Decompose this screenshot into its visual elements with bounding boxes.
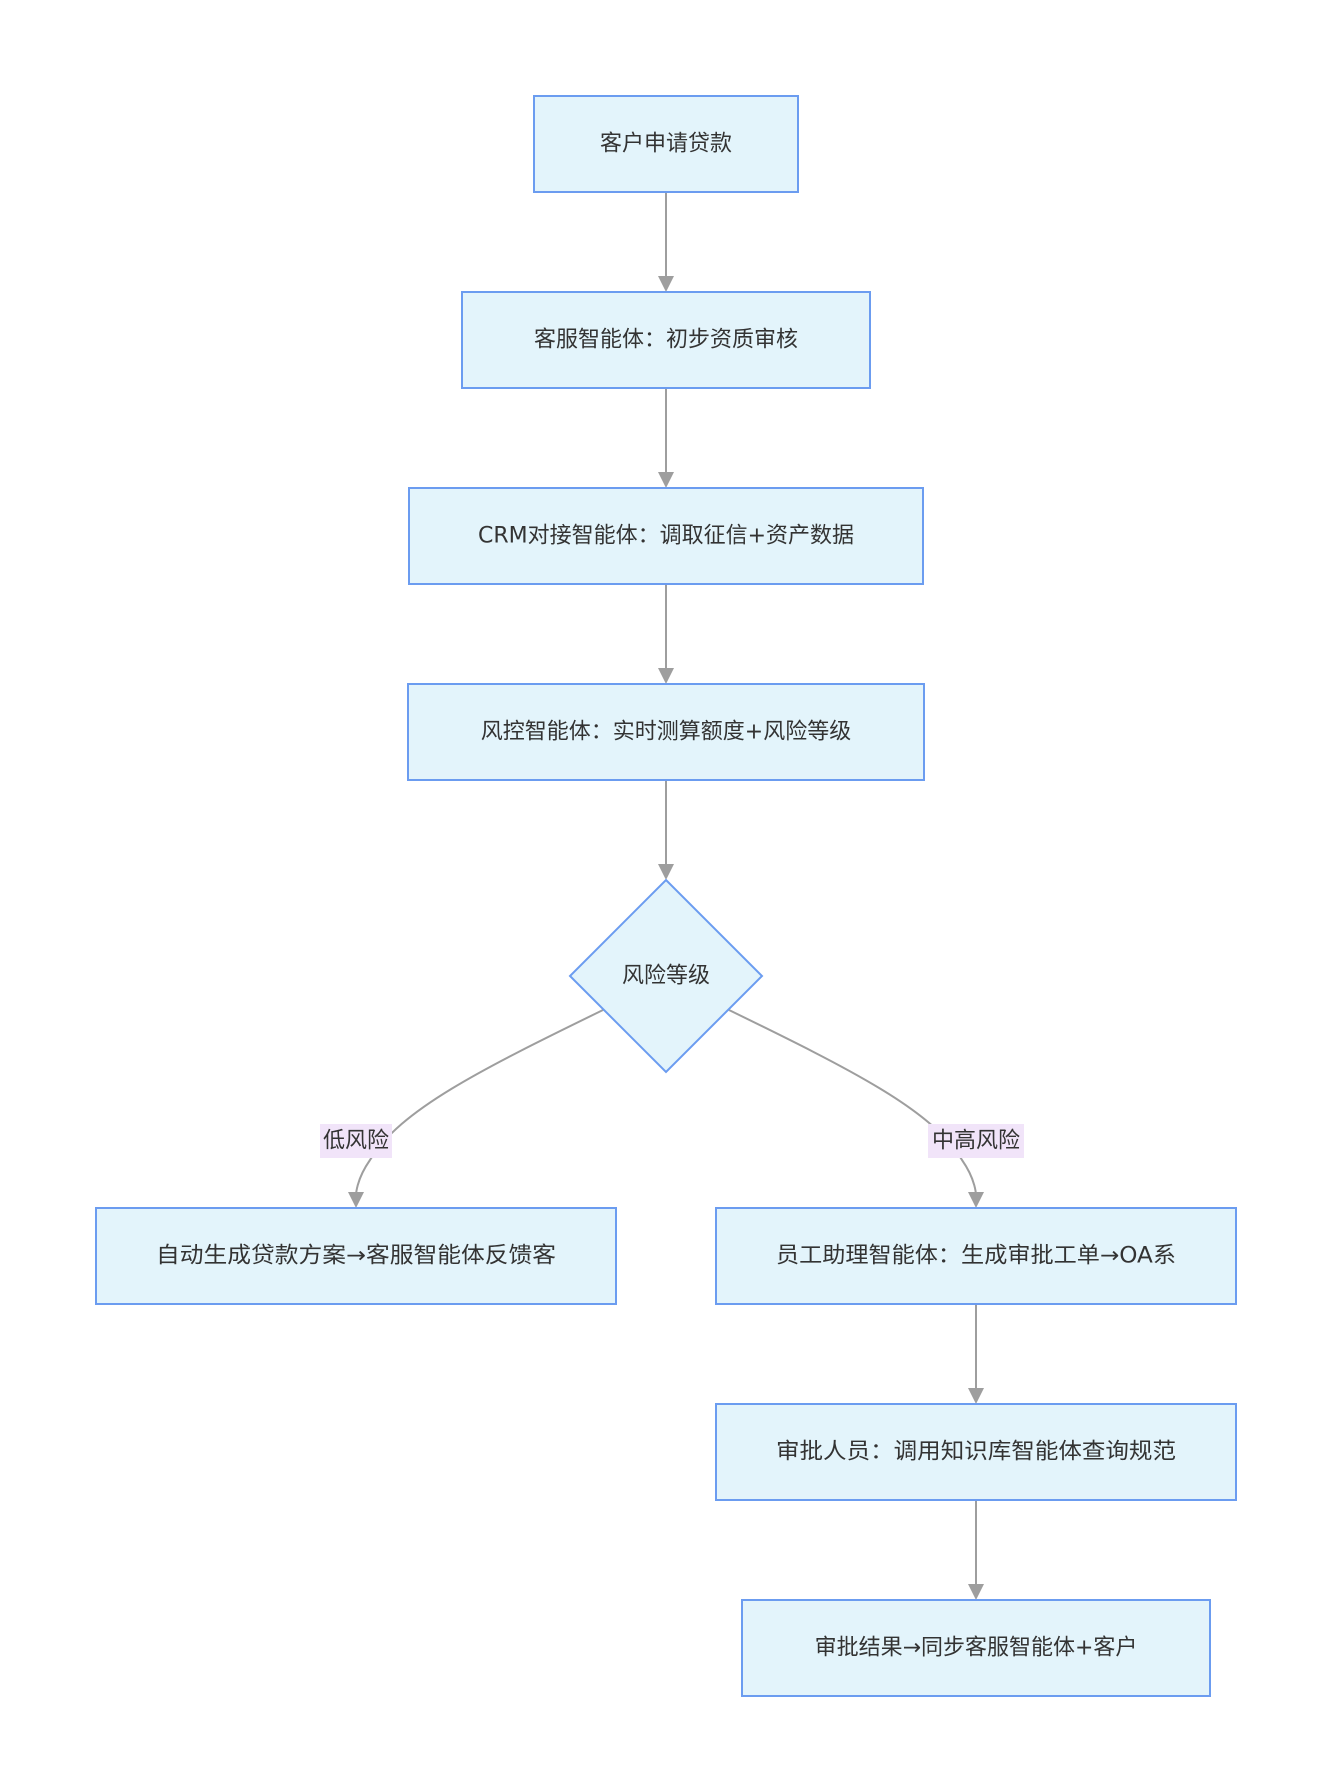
node-n3-box — [408, 487, 924, 585]
edge-label-mid-high-bg — [928, 1124, 1024, 1158]
arrow-n7-n8 — [968, 1584, 984, 1600]
node-n7-label: 审批人员：调用知识库智能体查询规范 — [776, 1440, 1176, 1465]
arrow-d1-n5 — [348, 1192, 364, 1208]
decision-d1-label: 风险等级 — [622, 964, 710, 989]
arrow-n3-n4 — [658, 668, 674, 684]
node-n4-box — [407, 683, 925, 781]
node-n6-box — [715, 1207, 1237, 1305]
edges — [348, 192, 984, 1600]
edge-label-mid-high: 中高风险 — [928, 1124, 1024, 1158]
node-n5-box — [95, 1207, 617, 1305]
edge-d1-n6 — [728, 1009, 977, 1197]
node-n4: 风控智能体：实时测算额度+风险等级 — [407, 683, 925, 781]
decision-d1: 风险等级 — [568, 878, 764, 1074]
node-n8-label: 审批结果→同步客服智能体+客户 — [815, 1636, 1138, 1661]
arrow-d1-n6 — [968, 1192, 984, 1208]
node-n7-box — [715, 1403, 1237, 1501]
edge-label-low-bg — [320, 1124, 392, 1158]
node-n4-label: 风控智能体：实时测算额度+风险等级 — [481, 720, 851, 745]
node-n2-box — [461, 291, 871, 389]
node-n8: 审批结果→同步客服智能体+客户 — [741, 1599, 1211, 1697]
edge-label-low-text: 低风险 — [323, 1129, 389, 1154]
edge-d1-n5 — [355, 1009, 604, 1197]
node-n2-label: 客服智能体：初步资质审核 — [534, 328, 798, 353]
arrow-n4-d1 — [658, 864, 674, 880]
edge-label-low: 低风险 — [320, 1124, 392, 1158]
arrow-n1-n2 — [658, 276, 674, 292]
decision-d1-shape — [568, 878, 764, 1074]
arrow-n2-n3 — [658, 472, 674, 488]
node-n1-box — [533, 95, 799, 193]
edge-label-mid-high-text: 中高风险 — [932, 1129, 1020, 1154]
node-n1: 客户申请贷款 — [533, 95, 799, 193]
node-n8-box — [741, 1599, 1211, 1697]
node-n3-label: CRM对接智能体：调取征信+资产数据 — [478, 524, 854, 549]
node-n3: CRM对接智能体：调取征信+资产数据 — [408, 487, 924, 585]
node-n2: 客服智能体：初步资质审核 — [461, 291, 871, 389]
node-n1-label: 客户申请贷款 — [600, 132, 732, 157]
node-n5: 自动生成贷款方案→客服智能体反馈客 — [95, 1207, 617, 1305]
node-n5-label: 自动生成贷款方案→客服智能体反馈客 — [156, 1244, 556, 1269]
node-n7: 审批人员：调用知识库智能体查询规范 — [715, 1403, 1237, 1501]
arrow-n6-n7 — [968, 1388, 984, 1404]
node-n6: 员工助理智能体：生成审批工单→OA系 — [715, 1207, 1237, 1305]
node-n6-label: 员工助理智能体：生成审批工单→OA系 — [776, 1244, 1176, 1269]
